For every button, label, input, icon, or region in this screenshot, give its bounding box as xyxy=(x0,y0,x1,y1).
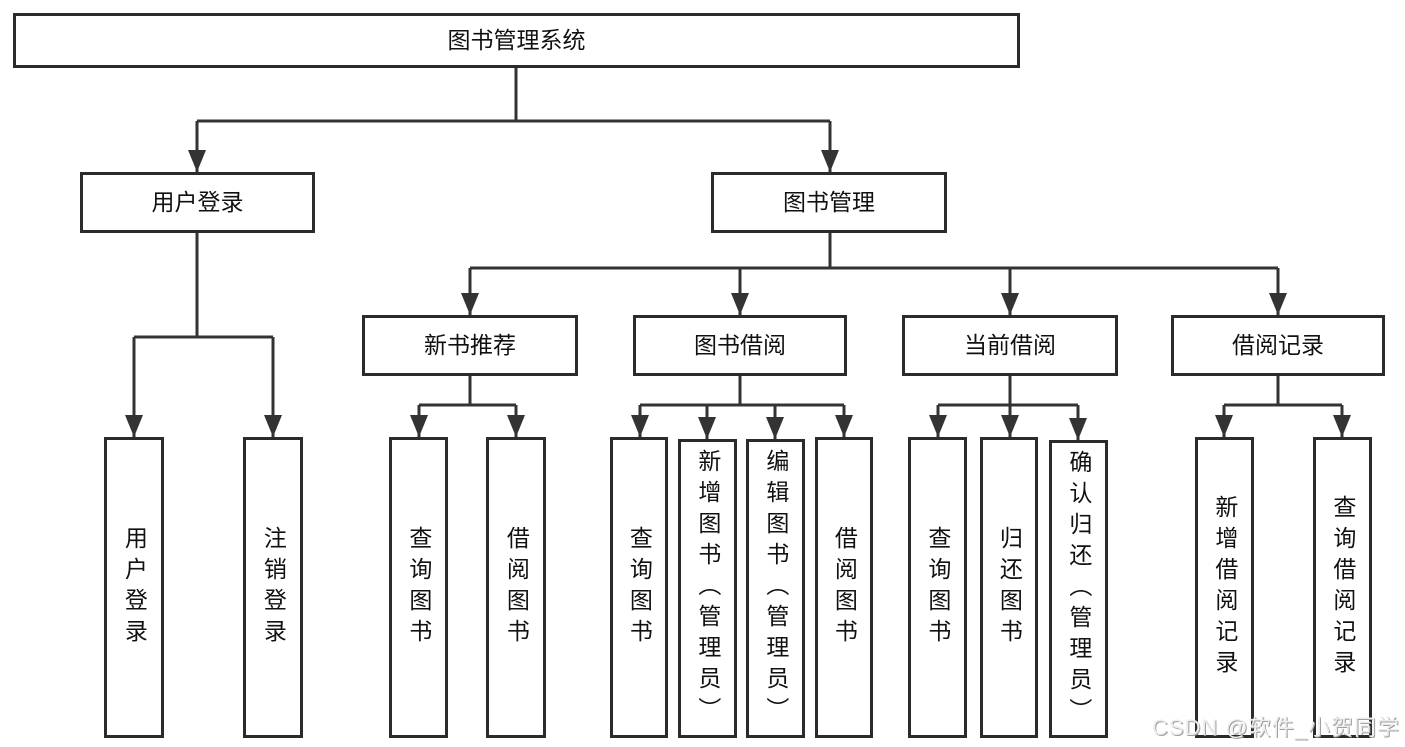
leaf-label: 归还图书 xyxy=(996,525,1023,650)
leaf-label: 借阅图书 xyxy=(503,525,530,650)
node-label: 新书推荐 xyxy=(424,331,516,358)
node-label: 图书管理 xyxy=(783,188,875,215)
node-label: 当前借阅 xyxy=(964,331,1056,358)
leaf-label: 新增借阅记录 xyxy=(1211,494,1238,681)
leaf-borrow-books-newbook: 借阅图书 xyxy=(486,437,546,738)
leaf-label: 查询图书 xyxy=(405,525,432,650)
leaf-confirm-return-admin: 确认归还（管理员） xyxy=(1049,440,1108,738)
node-current-borrow: 当前借阅 xyxy=(902,315,1118,376)
arrowheads xyxy=(125,150,1351,440)
node-borrow-record: 借阅记录 xyxy=(1171,315,1385,376)
node-book-management: 图书管理 xyxy=(711,172,947,233)
leaf-user-login: 用户登录 xyxy=(104,437,164,738)
leaf-label: 查询借阅记录 xyxy=(1329,494,1356,681)
node-label: 用户登录 xyxy=(151,188,244,215)
node-book-borrow: 图书借阅 xyxy=(633,315,847,376)
leaf-label: 编辑图书（管理员） xyxy=(762,449,789,728)
leaf-borrow-books: 借阅图书 xyxy=(815,437,873,738)
node-label: 借阅记录 xyxy=(1232,331,1324,358)
leaf-query-borrow-record: 查询借阅记录 xyxy=(1313,437,1372,738)
node-label: 图书借阅 xyxy=(694,331,786,358)
leaf-logout: 注销登录 xyxy=(243,437,303,738)
leaf-label: 用户登录 xyxy=(121,525,148,650)
node-library-management-system: 图书管理系统 xyxy=(13,13,1020,68)
leaf-label: 查询图书 xyxy=(626,525,653,650)
node-label: 图书管理系统 xyxy=(447,26,586,53)
leaf-edit-books-admin: 编辑图书（管理员） xyxy=(746,439,805,738)
leaf-add-borrow-record: 新增借阅记录 xyxy=(1195,437,1254,738)
leaf-label: 借阅图书 xyxy=(831,525,858,650)
leaf-label: 确认归还（管理员） xyxy=(1065,449,1092,729)
leaf-label: 新增图书（管理员） xyxy=(694,449,721,728)
node-user-login: 用户登录 xyxy=(80,172,315,233)
leaf-label: 注销登录 xyxy=(260,525,287,650)
leaf-query-books-current: 查询图书 xyxy=(908,437,967,738)
leaf-label: 查询图书 xyxy=(924,525,951,650)
leaf-return-books: 归还图书 xyxy=(980,437,1038,738)
leaf-query-books-newbook: 查询图书 xyxy=(389,437,448,738)
leaf-query-books-borrow: 查询图书 xyxy=(610,437,668,738)
node-new-book-recommend: 新书推荐 xyxy=(362,315,578,376)
leaf-add-books-admin: 新增图书（管理员） xyxy=(678,439,737,738)
